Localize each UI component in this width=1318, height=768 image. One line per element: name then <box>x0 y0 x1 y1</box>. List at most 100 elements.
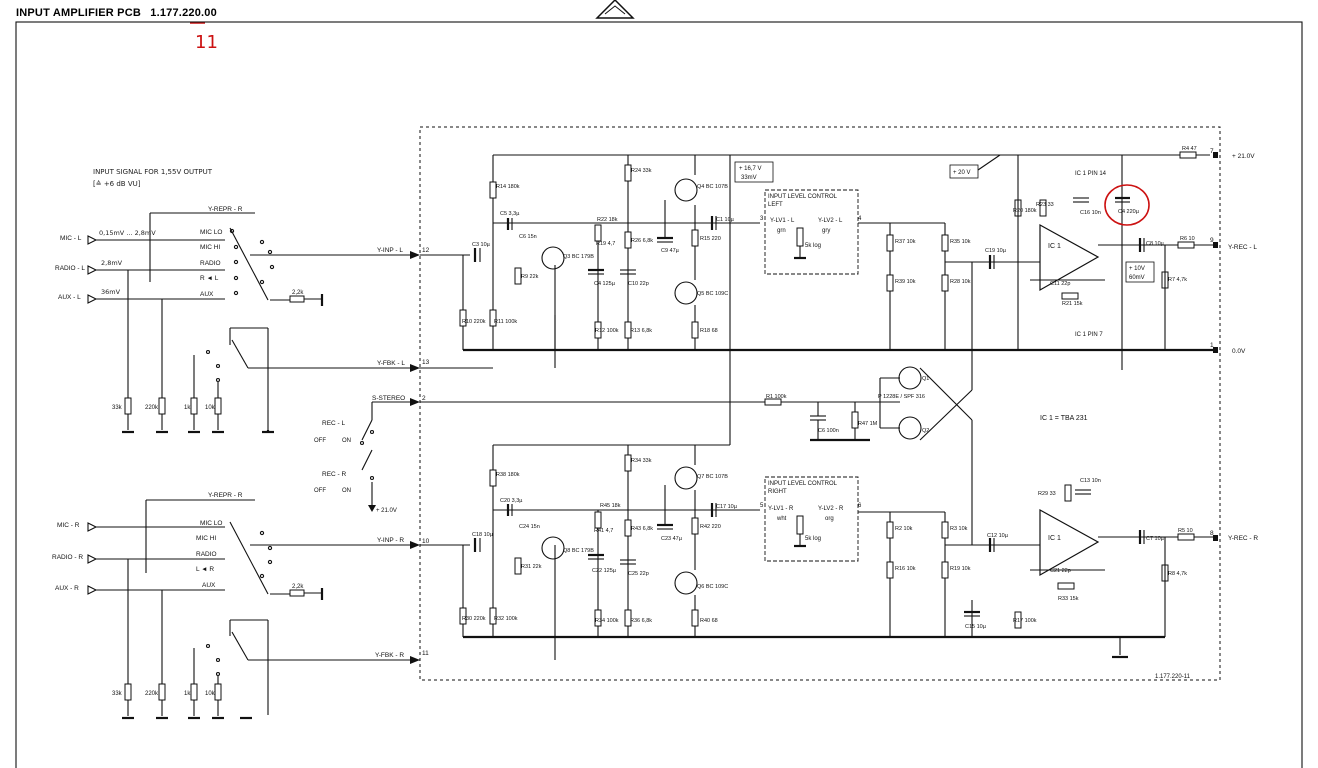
c16-label: C16 10n <box>1080 210 1101 216</box>
r35-label: R35 10k <box>950 239 971 245</box>
pin-3: 3 <box>760 216 764 222</box>
net-ground: 0.0V <box>1232 348 1246 355</box>
ic1-opamp-left-icon <box>1039 223 1100 292</box>
ic1-right-label: IC 1 <box>1048 535 1061 542</box>
r34-top-label: R34 33k <box>631 458 652 464</box>
r12-label: R12 100k <box>595 328 619 334</box>
q2-label: Q2 <box>922 428 929 434</box>
board-ref: 1.177.220-11 <box>1155 674 1191 680</box>
pin-9: 9 <box>1210 237 1214 244</box>
r10-label: R10 220k <box>462 319 486 325</box>
pin-10: 10 <box>422 538 430 545</box>
r7-label: R7 4,7k <box>1168 277 1187 283</box>
q5-transistor-icon <box>674 281 698 305</box>
c6-label: C6 15n <box>519 234 537 240</box>
res-r-10k: 10k <box>205 691 216 697</box>
part-number: 1.177.220.00 <box>150 7 217 19</box>
c5-label: C5 3,3µ <box>500 211 520 217</box>
rec-r-off: OFF <box>314 488 326 494</box>
res-l-220k: 220k <box>145 405 159 411</box>
stereo-switch-section: R1 100k C6 100n R47 1M Q1 Q2 P 1228E / S… <box>420 262 1088 545</box>
c9-label: C9 47µ <box>661 248 680 254</box>
r23-label: R23 33 <box>1036 202 1054 208</box>
r26-label: R26 6,8k <box>631 238 653 244</box>
res-l-10k: 10k <box>205 405 216 411</box>
q6-label: Q6 BC 109C <box>697 584 728 590</box>
r9-label: R9 22k <box>521 274 539 280</box>
selector-switch-left: MIC LO MIC HI RADIO R ◄ L AUX 2,2k <box>200 227 420 434</box>
q8-label: Q8 BC 179B <box>563 548 594 554</box>
lc-right-sub: RIGHT <box>768 489 787 495</box>
r14-label: R14 180k <box>496 184 520 190</box>
terminals-right: 7 + 21.0V 9 Y-REC - L 1 0.0V 8 Y-REC - R <box>1210 148 1258 542</box>
r13-label: R13 6,8k <box>630 328 652 334</box>
ic1-pin7: IC 1 PIN 7 <box>1075 332 1103 338</box>
pin-7: 7 <box>1210 148 1214 155</box>
repr-l-label: Y-REPR - R <box>208 206 243 213</box>
c6-mid-label: C6 100n <box>818 428 839 434</box>
res-r-1k: 1k <box>184 691 191 697</box>
lc-left-title: INPUT LEVEL CONTROL <box>768 194 838 200</box>
c7-label: C7 10µ <box>1146 536 1165 542</box>
c11-label: C11 22p <box>1050 281 1070 287</box>
input-resistors-right: 33k 220k 1k 10k <box>112 559 224 720</box>
r18-label: R18 68 <box>700 328 718 334</box>
q4-transistor-icon <box>674 178 698 202</box>
r34-bottom-label: R34 100k <box>595 618 619 624</box>
sw-r-mic-hi: MIC HI <box>196 535 216 542</box>
r42-label: R42 220 <box>700 524 721 530</box>
amplifier-channel-left: R14 180k R10 220k R11 100k R9 22k R22 18… <box>420 154 1215 445</box>
input-note-2: [≙ +6 dB VU] <box>93 180 141 188</box>
q3-transistor-icon <box>541 246 565 270</box>
logo-icon <box>595 0 635 19</box>
net-y-fbk-r: Y-FBK - R <box>375 652 404 659</box>
level-control-right: INPUT LEVEL CONTROL RIGHT Y-LV1 - R Y-LV… <box>760 476 945 562</box>
rec-l-label: REC - L <box>322 420 346 427</box>
repr-r-label: Y-REPR - R <box>208 492 243 499</box>
r6-label: R6 10 <box>1180 236 1195 242</box>
r22-label: R22 18k <box>597 217 618 223</box>
r5-label: R5 10 <box>1178 528 1193 534</box>
lc-right-out: Y-LV2 - R <box>818 506 844 512</box>
radio-l-label: RADIO - L <box>55 265 85 272</box>
sw-l-mic-lo: MIC LO <box>200 229 222 236</box>
q4-label: Q4 BC 107B <box>697 184 728 190</box>
r8-label: R8 4,7k <box>1168 571 1187 577</box>
radio-l-connector-icon <box>87 265 98 275</box>
aux-r-label: AUX - R <box>55 585 79 592</box>
res-r-33k: 33k <box>112 691 123 697</box>
pin-5: 5 <box>760 503 764 509</box>
r37-label: R37 10k <box>895 239 916 245</box>
r38-label: R38 180k <box>496 472 520 478</box>
rec-l-on: ON <box>342 438 351 444</box>
aux-l-level: 36mV <box>101 288 121 296</box>
r3-label: R3 10k <box>950 526 968 532</box>
c22-label: C22 125µ <box>592 568 617 574</box>
pcb-outline <box>419 126 1221 681</box>
r20-label: R20 180k <box>1013 208 1037 214</box>
c12-label: C12 10µ <box>987 533 1009 539</box>
c-highlight-label: C4 220µ <box>1118 209 1140 215</box>
c8-label: C8 10µ <box>1146 241 1165 247</box>
output-stage-left: R37 10k R35 10k R39 10k R28 10k C19 10µ … <box>886 146 1215 370</box>
lc-right-c1: wht <box>776 516 787 522</box>
c1-label: C1 10µ <box>716 217 735 223</box>
c15-label: C15 10µ <box>965 624 987 630</box>
aux-r-connector-icon <box>87 585 98 595</box>
lc-left-out: Y-LV2 - L <box>818 218 843 224</box>
title-text: INPUT AMPLIFIER PCB <box>16 7 142 19</box>
c4-label: C4 125µ <box>594 281 616 287</box>
rec-l-off: OFF <box>314 438 326 444</box>
net-y-fbk-l: Y-FBK - L <box>377 360 405 367</box>
pin-13: 13 <box>422 359 430 366</box>
rec-r-label: REC - R <box>322 471 347 478</box>
net-y-inp-r: Y-INP - R <box>377 537 404 544</box>
flag-v167-val: + 16,7 V <box>739 166 762 172</box>
r21-label: R21 15k <box>1062 301 1083 307</box>
sw-r-radio: RADIO <box>196 551 217 558</box>
sw-l-mic-hi: MIC HI <box>200 244 220 251</box>
pin-1: 1 <box>1210 342 1214 349</box>
ic1-left-label: IC 1 <box>1048 243 1061 250</box>
output-stage-right: R2 10k R3 10k R16 10k R19 10k C12 10µ IC… <box>886 478 1215 659</box>
